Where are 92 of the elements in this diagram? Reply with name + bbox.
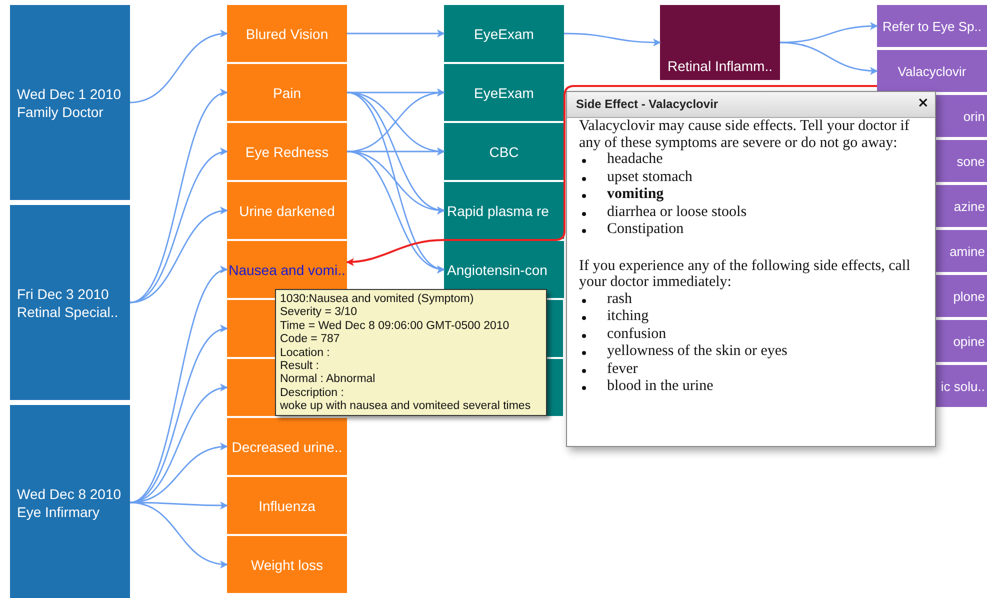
box-label: CBC: [489, 144, 519, 160]
tooltip-line: Normal : Abnormal: [280, 373, 376, 387]
paragraph: Valacyclovir may cause side effects. Tell your doctor if any of these symptoms are severe or do not go away:: [579, 118, 910, 151]
box-label: Influenza: [258, 498, 316, 514]
paragraph: If you experience any of the following side effects, call your doctor immediately:: [579, 258, 912, 290]
treatment-box: [936, 320, 987, 362]
box-label: Eye Redness: [245, 144, 329, 160]
list-item: rash: [607, 290, 632, 306]
list-item: vomiting: [607, 186, 664, 202]
box-label: Blured Vision: [246, 26, 328, 42]
visit-box: [10, 5, 130, 200]
box-label: Urine darkened: [239, 202, 335, 218]
list-item: upset stomach: [607, 168, 692, 184]
treatment-box: [877, 50, 987, 92]
symptom-box: [227, 64, 347, 121]
tooltip-line: Severity = 3/10: [280, 306, 358, 320]
treatment-box: [936, 95, 987, 137]
box-label: Weight loss: [250, 556, 324, 572]
box-label: Wed Dec 1 2010 Family Doctor: [17, 84, 122, 120]
arrow: [130, 443, 228, 504]
test-box: [547, 300, 563, 357]
tooltip-line: Result :: [280, 360, 320, 374]
test-box: [547, 359, 563, 416]
arrow: [130, 149, 228, 304]
list-item: blood in the urine: [607, 378, 714, 394]
side-effect-dialog: [566, 91, 936, 447]
test-box: [444, 64, 564, 121]
box-label: Angiotensin-con: [447, 262, 548, 278]
test-box: [444, 182, 564, 239]
tooltip-line: Location :: [280, 346, 331, 360]
box-label: Wed Dec 8 2010 Eye Infirmary: [17, 484, 122, 520]
visit-box: [10, 205, 130, 400]
box-label: Nausea and vomi..: [228, 262, 346, 278]
box-label: Valacyclovir: [898, 64, 966, 78]
list-item: yellowness of the skin or eyes: [607, 343, 788, 359]
symptom-box: [227, 123, 347, 180]
tooltip-line: Time = Wed Dec 8 09:06:00 GMT-0500 2010: [280, 320, 510, 334]
list-item: Constipation: [607, 221, 684, 237]
arrow: [130, 502, 228, 568]
treatment-box: [936, 140, 987, 182]
test-box: [444, 123, 564, 180]
diagnosis-box: [660, 5, 780, 80]
tooltip-line: Description :: [280, 386, 345, 400]
box-label: Rapid plasma re: [447, 202, 549, 218]
box-label: orin: [963, 108, 985, 124]
box-label: sone: [956, 154, 985, 168]
list-item: itching: [607, 308, 649, 324]
tooltip-line: woke up with nausea and vomiteed several times: [280, 400, 532, 414]
symptom-box: [227, 477, 347, 534]
treatment-box: [936, 365, 987, 407]
arrow: [130, 384, 228, 504]
tooltip-title: 1030:Nausea and vomited (Symptom): [280, 293, 475, 306]
box-label: EyeExam: [474, 84, 534, 100]
box-label: Retinal Inflamm..: [667, 58, 773, 74]
arrow: [130, 208, 228, 304]
test-box: [444, 5, 564, 62]
arrow: [130, 30, 228, 104]
arrow: [346, 150, 445, 272]
dialog-title: Side Effect - Valacyclovir: [576, 97, 718, 111]
box-label: Refer to Eye Sp..: [882, 18, 982, 34]
visit-box: [10, 405, 130, 598]
treatment-box: [936, 230, 987, 272]
symptom-box: [227, 418, 347, 475]
treatment-box: [936, 185, 987, 227]
box-label: Pain: [272, 84, 302, 100]
box-label: EyeExam: [474, 26, 534, 42]
list-item: diarrhea or loose stools: [607, 204, 747, 220]
arrow: [780, 42, 878, 75]
symptom-box: [227, 5, 347, 62]
arrow: [780, 22, 878, 44]
list-item: confusion: [607, 326, 666, 342]
list-item: headache: [607, 151, 663, 167]
close-button: ×: [915, 95, 931, 111]
treatment-box: [936, 275, 987, 317]
box-label: azine: [954, 198, 985, 214]
symptom-tooltip: [275, 289, 547, 416]
symptom-box: [227, 300, 275, 357]
treatment-box: [877, 5, 987, 47]
arrow: [346, 85, 877, 266]
box-label: Decreased urine..: [232, 438, 342, 454]
arrow: [347, 30, 445, 38]
box-label: amine: [950, 244, 985, 258]
tooltip-line: Code = 787: [280, 333, 341, 347]
symptom-box: [227, 536, 347, 593]
box-label: ic solu..: [940, 378, 985, 394]
box-label: Fri Dec 3 2010 Retinal Special..: [17, 284, 120, 320]
arrow: [564, 32, 661, 46]
box-label: plone: [953, 288, 985, 304]
box-label: opine: [953, 334, 985, 348]
list-item: fever: [607, 360, 638, 376]
symptom-box: [227, 182, 347, 239]
symptom-box: [227, 359, 275, 416]
